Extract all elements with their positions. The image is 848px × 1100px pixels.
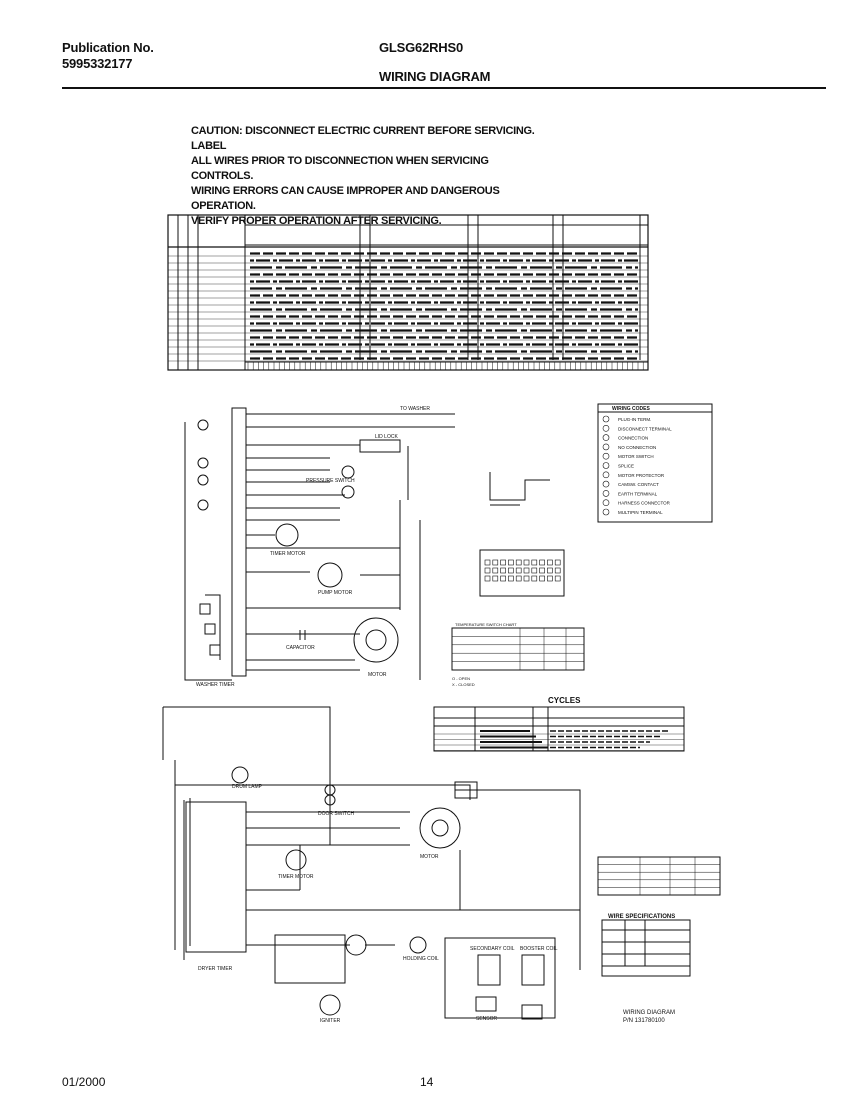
- wiring-codes-box: [597, 403, 713, 523]
- label-dryer-timer-motor: TIMER MOTOR: [278, 874, 314, 880]
- wiring-code-label: CONNECTION: [618, 436, 648, 441]
- wiring-code-label: SPLICE: [618, 464, 634, 469]
- label-capacitor: CAPACITOR: [286, 645, 315, 651]
- wiring-code-label: MOTOR PROTECTOR: [618, 473, 665, 478]
- washer-timer-label: WASHER TIMER: [196, 682, 235, 688]
- label-drum-lamp: DRUM LAMP: [232, 784, 263, 790]
- wiring-code-label: CAMSW. CONTACT: [618, 482, 659, 487]
- caution-line: CAUTION: DISCONNECT ELECTRIC CURRENT BEF…: [191, 125, 535, 152]
- wiring-code-symbol: [602, 471, 610, 479]
- caution-block: CAUTION: DISCONNECT ELECTRIC CURRENT BEF…: [191, 124, 551, 229]
- temp-switch-title: TEMPERATURE SWITCH CHART: [455, 622, 517, 627]
- label-secondary-coil: SECONDARY COIL: [470, 946, 515, 952]
- cycles-title: CYCLES: [548, 696, 581, 705]
- temp-switch-table: [451, 627, 585, 671]
- publication-label: Publication No.: [62, 40, 154, 55]
- header-rule: [62, 87, 826, 89]
- wiring-code-label: HARNESS CONNECTOR: [618, 501, 671, 506]
- label-pump-motor: PUMP MOTOR: [318, 590, 353, 596]
- wiring-codes-title: WIRING CODES: [612, 406, 650, 412]
- label-timer-motor: TIMER MOTOR: [270, 551, 306, 557]
- label-booster-coil: BOOSTER COIL: [520, 946, 558, 952]
- cycles-table: [433, 706, 685, 752]
- footer-date: 01/2000: [62, 1075, 106, 1089]
- wire-spec-table: [601, 919, 691, 977]
- dryer-wiring-title: WIRING DIAGRAM: [623, 1010, 675, 1016]
- temp-legend-open: O - OPEN: [452, 676, 470, 681]
- wiring-code-symbol: [602, 443, 610, 451]
- page-title: WIRING DIAGRAM: [379, 69, 491, 84]
- wire-spec-title: WIRE SPECIFICATIONS: [608, 914, 675, 920]
- label-holding-coil: HOLDING COIL: [403, 956, 439, 962]
- label-dryer-motor: MOTOR: [420, 854, 439, 860]
- dryer-timer-label: DRYER TIMER: [198, 966, 233, 972]
- caution-line: WIRING ERRORS CAN CAUSE IMPROPER AND DAN…: [191, 185, 500, 212]
- label-motor: MOTOR: [368, 672, 387, 678]
- wiring-code-symbol: [602, 499, 610, 507]
- wiring-code-label: PLUG-IN TERM.: [618, 417, 651, 422]
- dryer-schematic: [162, 706, 581, 1020]
- caution-line: VERIFY PROPER OPERATION AFTER SERVICING.: [191, 215, 442, 227]
- label-lid-lock: LID LOCK: [375, 434, 398, 440]
- wiring-code-label: MOTOR SWITCH: [618, 454, 654, 459]
- label-door-switch: DOOR SWITCH: [318, 811, 354, 817]
- temp-legend-closed: X - CLOSED: [452, 682, 475, 687]
- wiring-code-symbol: [602, 424, 610, 432]
- wiring-code-label: EARTH TERMINAL: [618, 491, 658, 496]
- wiring-code-symbol: [602, 434, 610, 441]
- wiring-code-symbol: [602, 415, 610, 423]
- chart-rows: [168, 252, 648, 362]
- heat-selector-table: [597, 856, 721, 896]
- wiring-code-label: MULTIPIN TERMINAL: [618, 510, 663, 515]
- wiring-code-symbol: [602, 480, 610, 488]
- publication-number: 5995332177: [62, 56, 133, 71]
- wiring-code-label: DISCONNECT TERMINAL: [618, 426, 672, 431]
- label-to-washer: TO WASHER: [400, 406, 430, 412]
- wiring-code-symbol: [602, 508, 610, 516]
- timer-connector: [479, 549, 565, 597]
- wiring-code-symbol: [602, 462, 610, 469]
- wiring-code-symbol: [602, 452, 610, 460]
- label-sensor: SENSOR: [476, 1016, 498, 1022]
- model-number: GLSG62RHS0: [379, 40, 463, 55]
- dryer-part-number: P/N 131780100: [623, 1018, 665, 1024]
- caution-line: ALL WIRES PRIOR TO DISCONNECTION WHEN SE…: [191, 155, 489, 182]
- wiring-code-label: NO CONNECTION: [618, 445, 656, 450]
- timing-box: [489, 472, 550, 506]
- label-igniter: IGNITER: [320, 1018, 341, 1024]
- wiring-codes-list: PLUG-IN TERM. DISCONNECT TERMINAL CONNECTI…: [602, 415, 672, 516]
- timer-sequence-chart: [167, 214, 649, 371]
- label-pressure-switch: PRESSURE SWITCH: [306, 478, 355, 484]
- wiring-code-symbol: [602, 490, 610, 497]
- washer-schematic: [184, 407, 455, 681]
- footer-page: 14: [420, 1075, 434, 1089]
